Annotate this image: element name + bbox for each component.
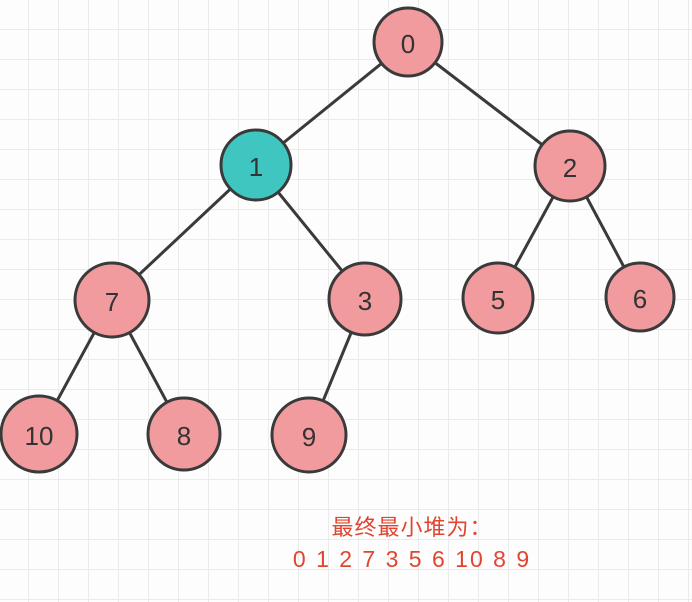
node-label-3: 3 <box>358 286 372 316</box>
tree-node-2: 2 <box>533 129 607 203</box>
caption-heap-sequence: 0 1 2 7 3 5 6 10 8 9 <box>292 546 532 572</box>
tree-edges <box>37 40 642 436</box>
node-circle-8 <box>146 396 222 472</box>
tree-node-6: 6 <box>604 261 676 333</box>
result-caption: 最终最小堆为： 0 1 2 7 3 5 6 10 8 9 <box>260 512 564 575</box>
node-label-7: 7 <box>105 287 119 317</box>
tree-nodes: 0 1 2 7 3 5 6 <box>0 6 676 474</box>
tree-node-8: 8 <box>146 396 222 472</box>
tree-node-1-highlighted: 1 <box>219 128 293 202</box>
node-circle-5 <box>461 261 535 335</box>
node-circle-9 <box>270 396 348 474</box>
node-circle-10 <box>0 394 79 474</box>
tree-node-5: 5 <box>461 261 535 335</box>
node-label-10: 10 <box>25 421 54 451</box>
node-label-2: 2 <box>563 153 577 183</box>
node-circle-2 <box>533 129 607 203</box>
tree-node-7: 7 <box>73 261 151 339</box>
tree-node-9: 9 <box>270 396 348 474</box>
node-circle-0 <box>372 6 444 78</box>
tree-node-3: 3 <box>327 261 403 337</box>
node-label-6: 6 <box>633 284 647 314</box>
node-label-8: 8 <box>177 421 191 451</box>
node-label-0: 0 <box>401 29 415 59</box>
node-circle-1 <box>219 128 293 202</box>
node-circle-6 <box>604 261 676 333</box>
node-label-1: 1 <box>249 152 263 182</box>
tree-node-10: 10 <box>0 394 79 474</box>
tree-node-0: 0 <box>372 6 444 78</box>
node-circle-7 <box>73 261 151 339</box>
node-label-5: 5 <box>491 285 505 315</box>
node-circle-3 <box>327 261 403 337</box>
caption-title: 最终最小堆为： <box>331 515 493 540</box>
node-label-9: 9 <box>302 422 316 452</box>
